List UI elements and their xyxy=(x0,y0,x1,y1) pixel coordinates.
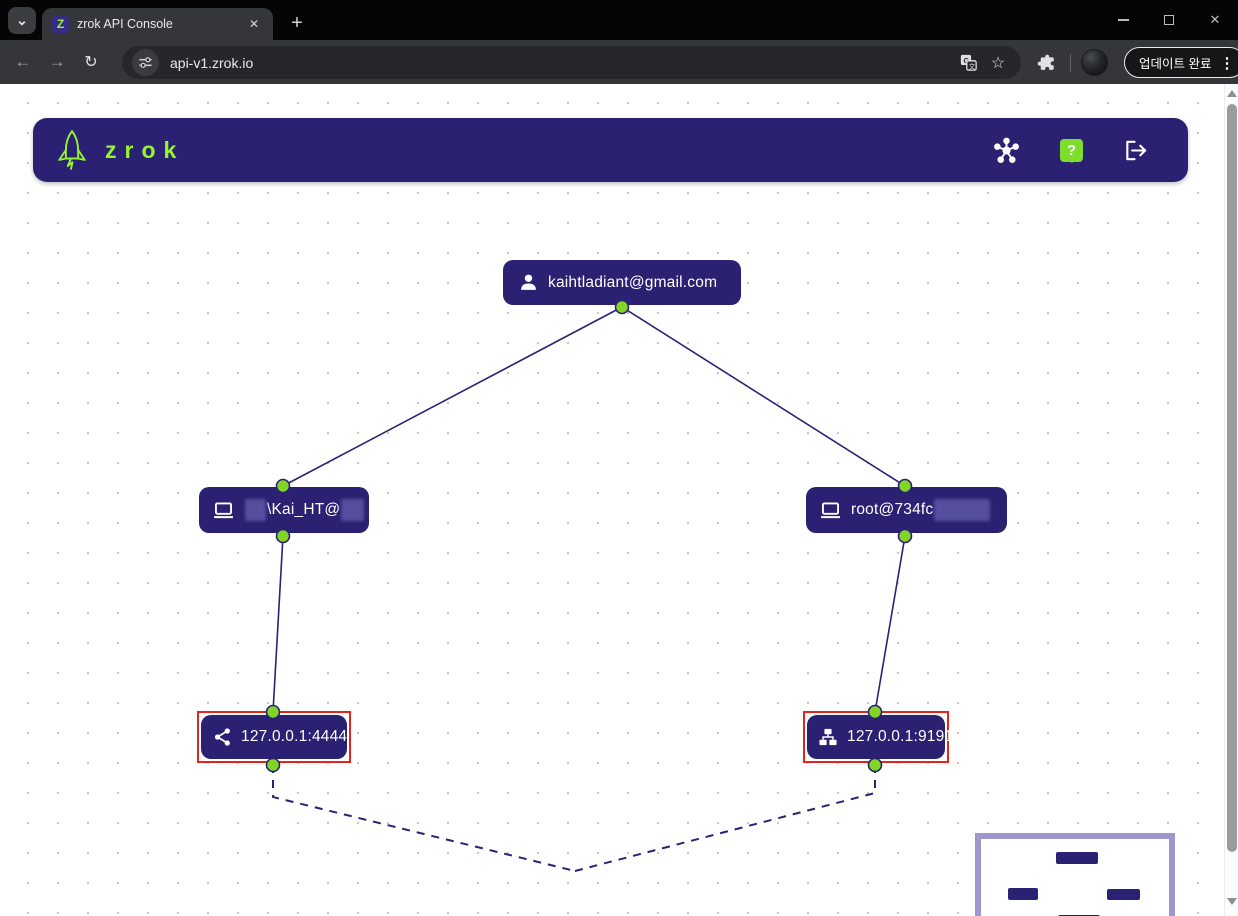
person-icon xyxy=(519,273,538,292)
redacted-text xyxy=(934,499,991,521)
tab-title: zrok API Console xyxy=(77,17,173,31)
maximize-icon xyxy=(1164,15,1174,25)
node-environment-right[interactable]: root@734fc xyxy=(806,487,1007,533)
profile-avatar[interactable] xyxy=(1081,49,1108,76)
window-close-button[interactable]: ✕ xyxy=(1209,12,1221,27)
chrome-update-button[interactable]: 업데이트 완료 ⋮ xyxy=(1124,47,1238,78)
zrok-console-canvas[interactable]: zrok ? xyxy=(0,84,1238,916)
node-label: 127.0.0.1:4444 xyxy=(241,728,348,745)
chevron-down-icon: ⌄ xyxy=(16,12,28,28)
help-icon[interactable]: ? xyxy=(1060,138,1083,163)
graph-edges xyxy=(272,306,906,872)
translate-icon[interactable]: G 文 xyxy=(953,49,983,77)
browser-toolbar: ← → ↻ api-v1.zrok.io G 文 xyxy=(0,40,1238,84)
site-settings-icon[interactable] xyxy=(132,49,159,76)
laptop-icon xyxy=(213,501,234,519)
selection-box: 127.0.0.1:9191 xyxy=(803,711,953,763)
tune-icon xyxy=(139,57,152,68)
minimap-node xyxy=(1008,888,1038,900)
node-label: kaihtladiant@gmail.com xyxy=(548,273,718,291)
zrok-rocket-logo-icon xyxy=(58,130,86,170)
node-account[interactable]: kaihtladiant@gmail.com xyxy=(503,260,741,305)
svg-text:文: 文 xyxy=(968,61,975,70)
zrok-header: zrok ? xyxy=(33,118,1188,182)
logout-icon[interactable] xyxy=(1123,138,1148,163)
zrok-brand-title: zrok xyxy=(105,136,185,163)
redacted-text xyxy=(245,499,266,521)
scroll-up-arrow-icon[interactable] xyxy=(1227,90,1237,97)
zrok-favicon-icon: Z xyxy=(52,15,69,33)
toolbar-separator xyxy=(1070,53,1071,72)
url-text[interactable]: api-v1.zrok.io xyxy=(170,54,254,71)
header-actions: ? xyxy=(993,137,1148,164)
browser-tab[interactable]: Z zrok API Console ✕ xyxy=(42,8,273,40)
scroll-down-arrow-icon[interactable] xyxy=(1227,898,1237,905)
node-environment-left[interactable]: \Kai_HT@ xyxy=(199,487,369,533)
node-label: 127.0.0.1:9191 xyxy=(847,728,954,745)
new-tab-button[interactable]: + xyxy=(291,11,303,34)
connector-ports xyxy=(265,299,913,773)
extensions-puzzle-icon[interactable] xyxy=(1030,49,1060,77)
laptop-icon xyxy=(820,501,841,519)
toolbar-right: 업데이트 완료 ⋮ xyxy=(1030,46,1238,79)
graph-minimap[interactable] xyxy=(975,833,1175,916)
svg-text:G: G xyxy=(963,56,969,65)
node-label: root@734fc xyxy=(851,499,991,521)
node-label: \Kai_HT@ xyxy=(244,499,365,521)
minimap-node xyxy=(1107,889,1140,900)
reload-button[interactable]: ↻ xyxy=(84,54,98,71)
address-bar[interactable]: api-v1.zrok.io G 文 ☆ xyxy=(122,46,1021,79)
update-label: 업데이트 완료 xyxy=(1139,57,1212,71)
maximize-button[interactable] xyxy=(1146,0,1192,40)
bookmark-star-icon[interactable]: ☆ xyxy=(990,54,1006,72)
window-controls: ✕ xyxy=(1100,0,1238,40)
minimize-icon xyxy=(1117,19,1129,21)
share-icon xyxy=(214,728,231,746)
scrollbar-thumb[interactable] xyxy=(1227,104,1237,852)
lan-icon xyxy=(819,728,837,746)
redacted-text xyxy=(341,499,365,521)
forward-button[interactable]: → xyxy=(48,52,66,71)
minimize-button[interactable] xyxy=(1100,0,1146,40)
node-share[interactable]: 127.0.0.1:4444 xyxy=(201,715,347,759)
hub-icon[interactable] xyxy=(993,137,1020,164)
tab-close-icon[interactable]: ✕ xyxy=(248,17,259,31)
page-scrollbar[interactable] xyxy=(1224,84,1238,916)
tab-search-button[interactable]: ⌄ xyxy=(8,7,36,34)
back-button[interactable]: ← xyxy=(14,52,32,71)
selection-box: 127.0.0.1:4444 xyxy=(197,711,351,763)
minimap-node xyxy=(1056,852,1098,864)
kebab-menu-icon[interactable]: ⋮ xyxy=(1219,54,1235,72)
node-access[interactable]: 127.0.0.1:9191 xyxy=(807,715,953,759)
tab-strip: ⌄ Z zrok API Console ✕ + ✕ xyxy=(0,0,1238,40)
